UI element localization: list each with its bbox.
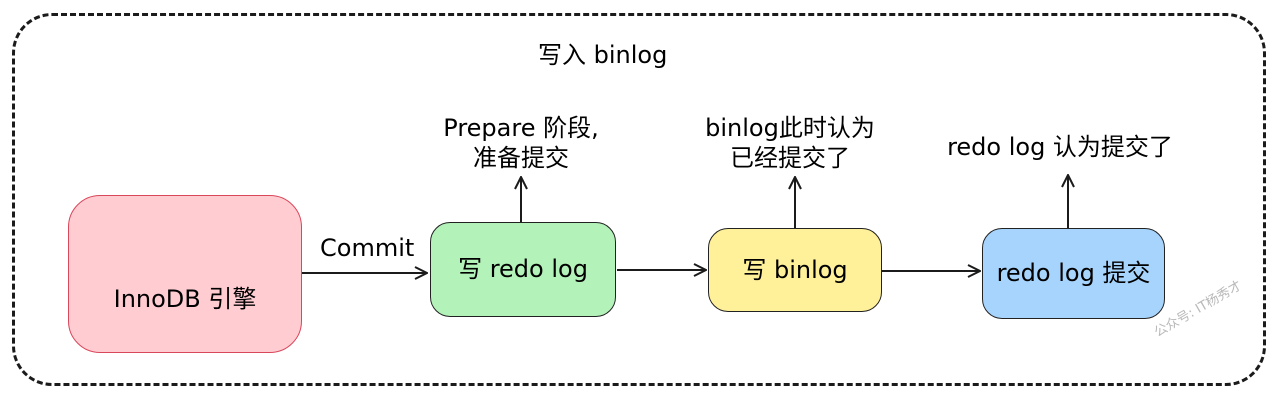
binlog-frame bbox=[12, 13, 1266, 386]
binlog-committed-annotation: binlog此时认为 已经提交了 bbox=[690, 113, 890, 173]
prepare-annotation-line-2: 准备提交 bbox=[473, 144, 569, 172]
innodb-engine-node: InnoDB 引擎 bbox=[68, 195, 302, 353]
redo-log-commit-label: redo log 提交 bbox=[996, 259, 1151, 288]
write-binlog-label: 写 binlog bbox=[742, 255, 848, 284]
frame-title: 写入 binlog bbox=[538, 41, 668, 69]
write-redo-log-node: 写 redo log bbox=[430, 222, 616, 317]
write-redo-log-label: 写 redo log bbox=[458, 255, 588, 284]
prepare-annotation: Prepare 阶段, 准备提交 bbox=[421, 113, 621, 173]
commit-edge-label: Commit bbox=[320, 234, 415, 262]
innodb-engine-label: InnoDB 引擎 bbox=[113, 284, 257, 313]
binlog-committed-line-1: binlog此时认为 bbox=[705, 114, 875, 142]
prepare-annotation-line-1: Prepare 阶段, bbox=[443, 114, 599, 142]
redo-log-commit-node: redo log 提交 bbox=[982, 228, 1165, 319]
redo-committed-annotation: redo log 认为提交了 bbox=[947, 133, 1173, 161]
binlog-committed-line-2: 已经提交了 bbox=[730, 144, 850, 172]
write-binlog-node: 写 binlog bbox=[708, 228, 882, 312]
